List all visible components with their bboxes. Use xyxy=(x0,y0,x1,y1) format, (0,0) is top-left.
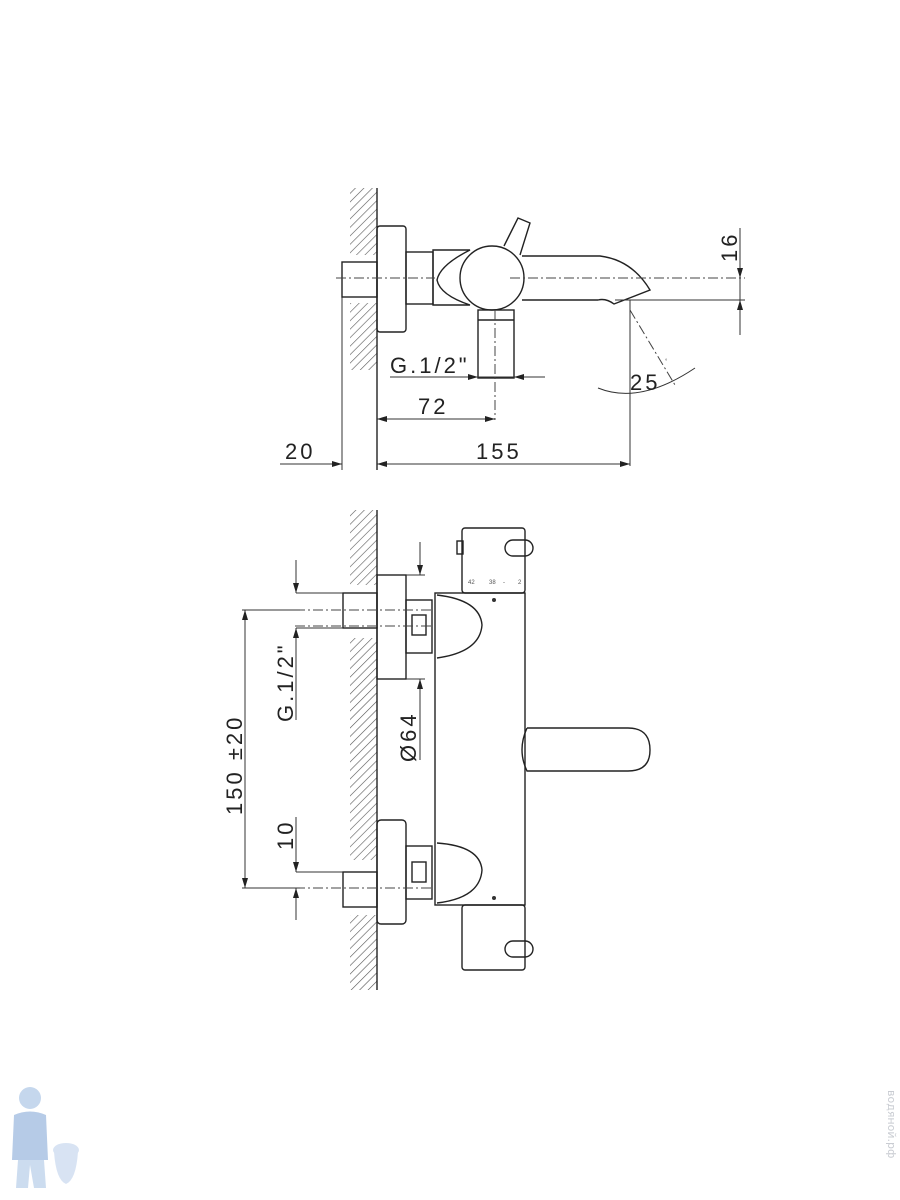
thermostat-body xyxy=(434,592,526,906)
eccentric-cover-bottom xyxy=(436,842,483,904)
temperature-knob xyxy=(461,527,526,594)
front-view: 42 38 - 2 Ø64 G.1/2" 10 150 ±20 xyxy=(222,510,651,990)
wall-hatch xyxy=(350,188,377,255)
outlet-connector xyxy=(477,309,515,379)
knob-stop-button xyxy=(504,539,534,557)
dim-total-projection: 155 xyxy=(476,439,522,464)
watermark: водяной.рф xyxy=(885,1090,898,1158)
inlet-pipe-bottom xyxy=(342,871,378,908)
angle-unit: ° xyxy=(665,359,668,365)
wall-hatch xyxy=(350,915,377,990)
dim-inlet-thread: G.1/2" xyxy=(273,642,298,722)
mixer-body xyxy=(432,249,471,306)
eccentric-cover-top xyxy=(436,594,483,659)
inlet-pipe xyxy=(341,261,378,298)
spout-outlet xyxy=(521,727,651,772)
wall-hatch xyxy=(350,638,377,860)
flange-top xyxy=(376,574,407,680)
dim-outlet-distance: 72 xyxy=(418,394,448,419)
dim-inlet-spacing: 150 ±20 xyxy=(222,715,247,815)
spout xyxy=(522,255,652,305)
dim-spout-angle: 25 xyxy=(630,370,660,395)
dim-flange-diameter: Ø64 xyxy=(396,711,421,762)
dim-wall-offset: 20 xyxy=(285,439,315,464)
flow-knob xyxy=(461,904,526,971)
svg-text:-: - xyxy=(503,580,505,586)
dim-spout-height: 16 xyxy=(717,232,742,262)
wall-hatch xyxy=(350,303,377,370)
dim-outlet-thread: G.1/2" xyxy=(390,353,470,378)
svg-text:38: 38 xyxy=(489,580,496,586)
dim-inlet-adjust: 10 xyxy=(273,820,298,850)
side-view: 16 25 ° G.1/2" 72 155 20 xyxy=(280,188,745,470)
lever xyxy=(503,217,531,256)
plumber-mascot-logo xyxy=(12,1087,79,1188)
svg-text:42: 42 xyxy=(468,580,475,586)
flange-bottom xyxy=(376,819,407,925)
wall-flange xyxy=(376,225,407,333)
wall-hatch xyxy=(350,510,377,585)
svg-text:2: 2 xyxy=(518,580,522,586)
